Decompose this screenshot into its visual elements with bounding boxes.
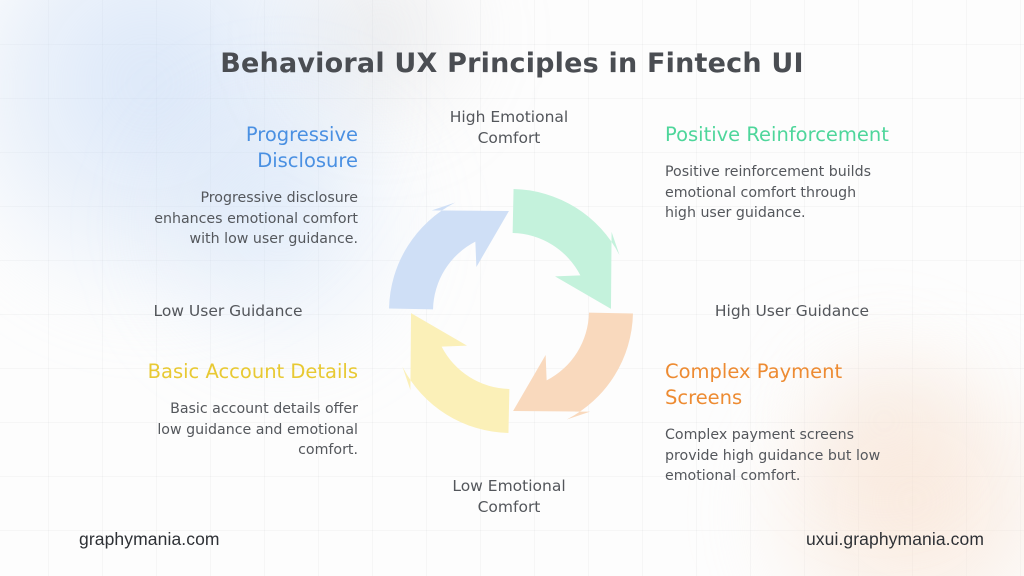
quadrant-body: Positive reinforcement builds emotional … [665,164,872,221]
footer-brand-left[interactable]: graphymania.com [79,529,220,549]
cycle-segment-complex-payment-screens [513,312,633,420]
axis-label-left: Low User Guidance [153,302,303,320]
cycle-segment-progressive-disclosure [389,202,509,310]
quadrant-body: Basic account details offer low guidance… [157,401,358,458]
cycle-segment-positive-reinforcement [512,189,620,309]
axis-label-right: High User Guidance [714,302,870,320]
quadrant-heading: Basic Account Details [147,360,358,383]
quadrant-body: Progressive disclosure enhances emotiona… [154,190,358,247]
footer-brand-right[interactable]: uxui.graphymania.com [805,529,984,549]
page-title: Behavioral UX Principles in Fintech UI [220,48,804,79]
cycle-segment-basic-account-details [402,313,510,433]
quadrant-complex-payment-screens: Complex Payment Screens Complex payment … [665,359,890,487]
quadrant-progressive-disclosure: Progressive Disclosure Progressive discl… [143,122,358,250]
cycle-ring-diagram [389,189,633,433]
quadrant-basic-account-details: Basic Account Details Basic account deta… [143,359,358,461]
quadrant-heading: Positive Reinforcement [665,123,889,146]
quadrant-body: Complex payment screens provide high gui… [665,427,881,484]
quadrant-positive-reinforcement: Positive Reinforcement Positive reinforc… [665,122,890,224]
cycle-segments [389,189,633,433]
background-blob-blue-secondary [130,60,430,390]
background-blob-peach-secondary [784,326,984,516]
quadrant-heading: Progressive Disclosure [245,123,358,172]
quadrant-heading: Complex Payment Screens [665,360,843,409]
